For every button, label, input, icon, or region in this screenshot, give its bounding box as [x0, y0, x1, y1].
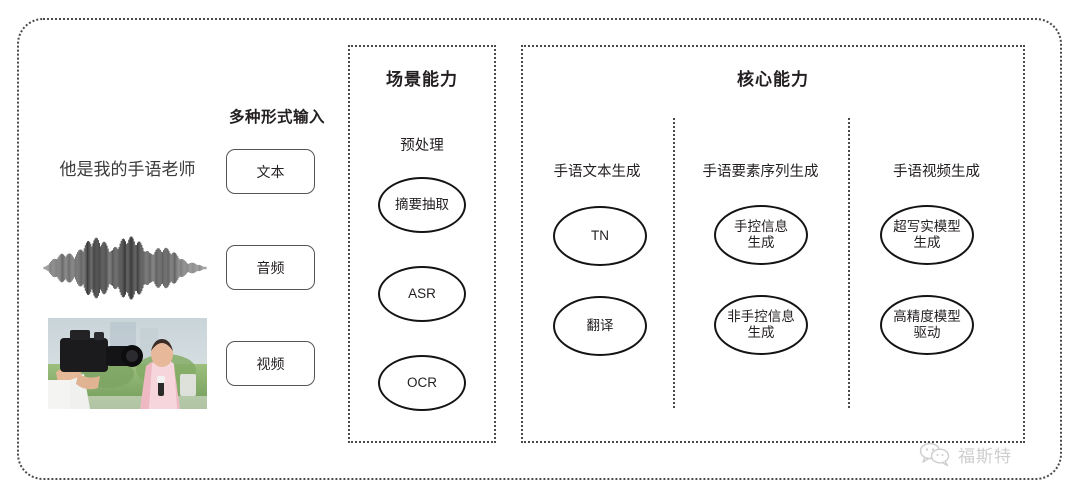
modality-pill-video[interactable]: 视频 [226, 341, 315, 386]
core-column-label-sign-video: 手语视频生成 [893, 164, 980, 180]
core-column-divider-2 [848, 118, 850, 408]
scene-node-asr-label: ASR [408, 286, 436, 302]
core-column-label-sign-element-sequence: 手语要素序列生成 [702, 164, 819, 180]
wechat-bubbles-icon [918, 441, 952, 467]
core-node-translation[interactable]: 翻译 [553, 296, 647, 356]
watermark-text: 福斯特 [958, 446, 1012, 467]
scene-node-abstract-extraction[interactable]: 摘要抽取 [378, 177, 466, 233]
core-node-tn[interactable]: TN [553, 206, 647, 266]
core-column-divider-1 [673, 118, 675, 408]
watermark: 福斯特 [918, 437, 1058, 471]
core-node-photorealistic-model-generation-label: 超写实模型生成 [893, 219, 961, 250]
core-node-high-precision-model-driving[interactable]: 高精度模型驱动 [880, 295, 974, 355]
scene-node-ocr[interactable]: OCR [378, 355, 466, 411]
modality-pill-audio[interactable]: 音频 [226, 245, 315, 290]
core-section-title: 核心能力 [737, 70, 809, 89]
video-thumbnail [48, 318, 207, 409]
core-node-manual-info-generation-label: 手控信息生成 [734, 219, 788, 250]
scene-section-title: 场景能力 [386, 70, 458, 89]
core-column-label-sign-text: 手语文本生成 [553, 164, 641, 180]
scene-group-label: 预处理 [400, 138, 444, 154]
modality-pill-text-label: 文本 [256, 163, 285, 180]
scene-node-abstract-extraction-label: 摘要抽取 [395, 197, 449, 213]
core-node-translation-label: 翻译 [586, 318, 614, 334]
core-node-photorealistic-model-generation[interactable]: 超写实模型生成 [880, 205, 974, 265]
core-node-tn-label: TN [591, 228, 609, 244]
outer-frame [17, 18, 1062, 480]
modality-pill-audio-label: 音频 [256, 259, 285, 276]
core-node-high-precision-model-driving-label: 高精度模型驱动 [893, 309, 961, 340]
core-node-nonmanual-info-generation[interactable]: 非手控信息生成 [714, 295, 808, 355]
input-section-heading: 多种形式输入 [228, 109, 325, 126]
core-node-nonmanual-info-generation-label: 非手控信息生成 [727, 309, 795, 340]
audio-waveform-icon [42, 233, 208, 303]
scene-node-ocr-label: OCR [407, 375, 437, 391]
modality-pill-text[interactable]: 文本 [226, 149, 315, 194]
input-sample-sentence: 他是我的手语老师 [59, 160, 196, 179]
core-capability-box [521, 45, 1025, 443]
core-node-manual-info-generation[interactable]: 手控信息生成 [714, 205, 808, 265]
scene-node-asr[interactable]: ASR [378, 266, 466, 322]
scene-capability-box [348, 45, 496, 443]
modality-pill-video-label: 视频 [256, 355, 285, 372]
